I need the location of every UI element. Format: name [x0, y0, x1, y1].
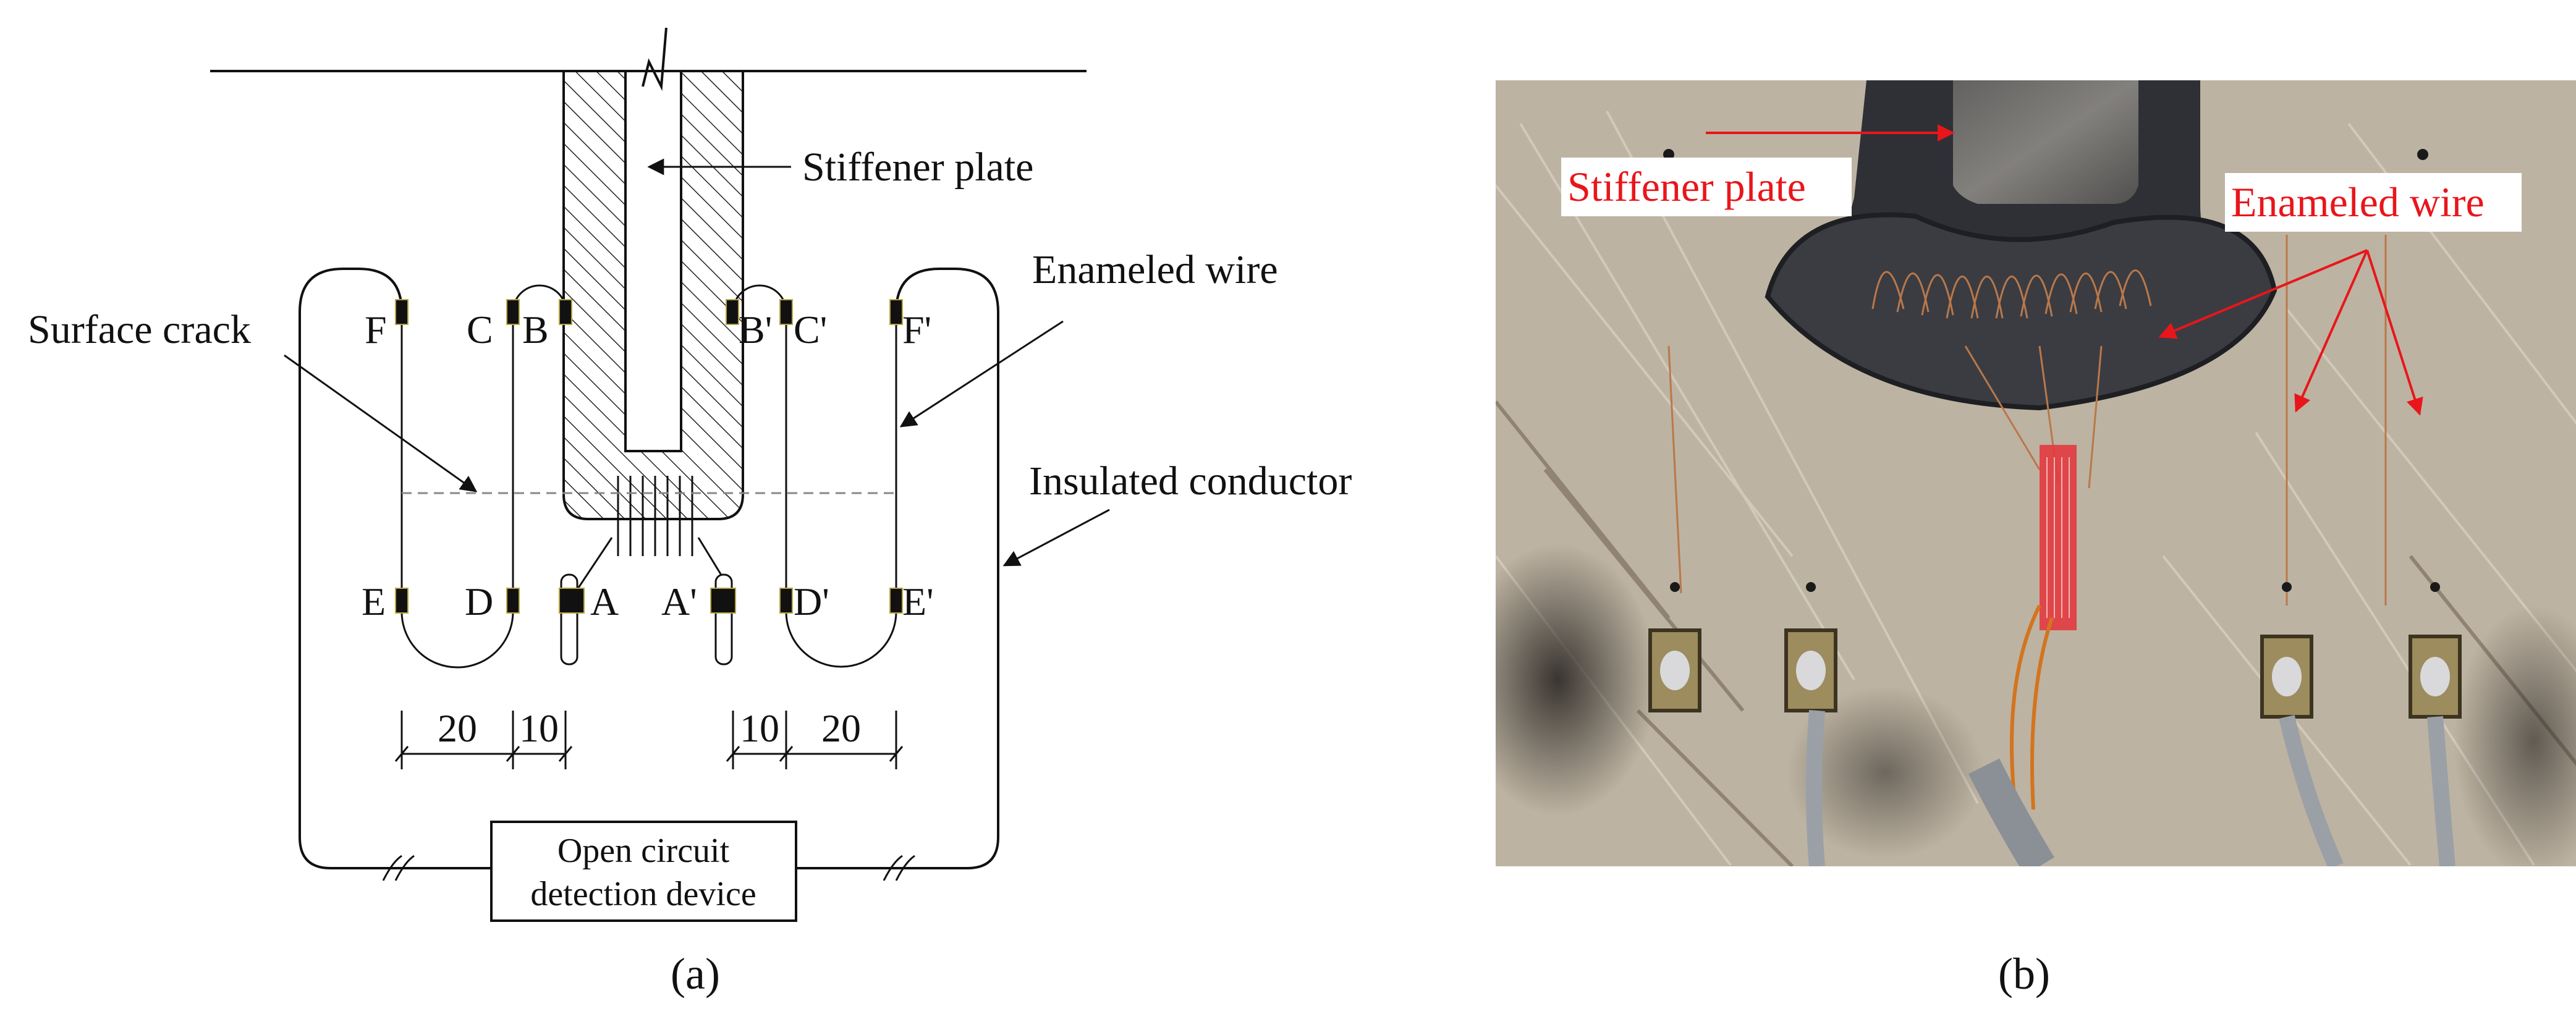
stiffener-plate — [562, 70, 744, 520]
dimension-lines — [394, 711, 904, 769]
point-C-prime: C' — [794, 308, 827, 352]
label-surface-crack: Surface crack — [28, 307, 251, 352]
dimension-10-right: 10 — [740, 706, 779, 750]
panel-a-diagram: Open circuit detection device F C B B' C… — [28, 27, 1352, 999]
point-C: C — [467, 308, 493, 352]
point-B-prime: B' — [739, 308, 772, 352]
photo-label-enameled-wire: Enameled wire — [2231, 179, 2485, 226]
dimension-10-left: 10 — [519, 706, 559, 750]
point-E-prime: E' — [902, 580, 934, 623]
label-stiffener-plate: Stiffener plate — [802, 145, 1033, 190]
photo-label-stiffener-plate: Stiffener plate — [1567, 163, 1806, 210]
photo-label-bg-enameled — [2225, 173, 2522, 232]
point-B: B — [522, 308, 549, 352]
insulated-conductor-loop — [299, 268, 999, 869]
detection-device-box — [490, 821, 797, 922]
point-E: E — [362, 580, 386, 623]
point-D: D — [465, 580, 493, 623]
photo-cable-center — [1968, 758, 2054, 866]
label-enameled-wire: Enameled wire — [1032, 247, 1278, 292]
point-F-prime: F' — [902, 308, 931, 352]
point-A: A — [590, 580, 619, 623]
leader-surface-crack — [284, 354, 478, 492]
dimension-20-right: 20 — [821, 706, 861, 750]
label-insulated-conductor: Insulated conductor — [1029, 458, 1352, 504]
wire-fan — [574, 476, 734, 594]
leader-enameled-wire — [899, 320, 1064, 428]
point-D-prime: D' — [794, 580, 829, 623]
dimension-20-left: 20 — [438, 706, 477, 750]
break-symbol — [642, 27, 667, 91]
caption-a: (a) — [671, 949, 720, 999]
solder-points — [395, 299, 903, 614]
leader-insulated-conductor — [1002, 509, 1110, 567]
photo-strain-gauge — [2040, 445, 2077, 630]
point-A-prime: A' — [661, 580, 697, 623]
point-F: F — [365, 308, 387, 352]
photo-cables — [1806, 710, 2455, 866]
photo-weld-bead — [1765, 212, 2277, 411]
panel-b-photo: Stiffener plate Enameled wire (b) — [1496, 80, 2576, 999]
photo-label-bg-stiffener — [1561, 158, 1852, 216]
conductor-breaks — [382, 855, 915, 881]
device-label-line2: detection device — [530, 875, 756, 913]
photo-arrows-enameled — [2158, 249, 2423, 416]
device-label-line1: Open circuit — [557, 832, 730, 870]
caption-b: (b) — [1998, 949, 2050, 999]
